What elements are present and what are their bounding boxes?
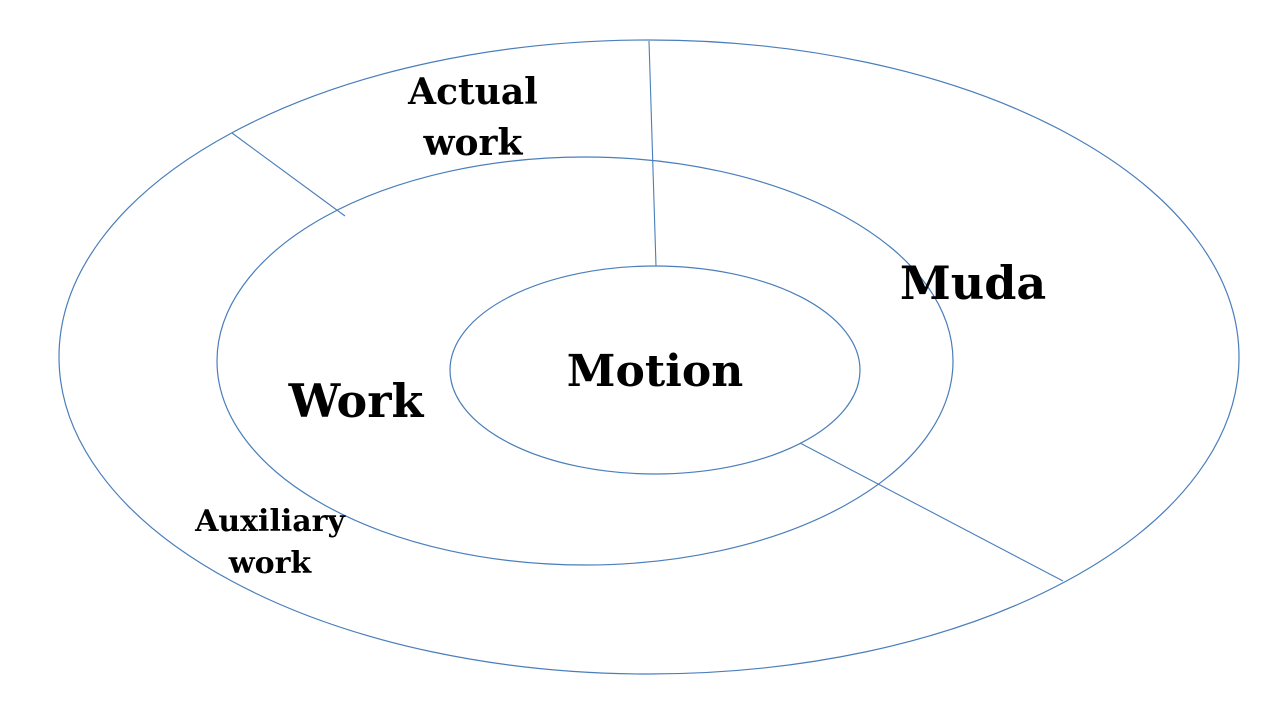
divider-top-vertical xyxy=(648,40,657,267)
label-motion: Motion xyxy=(567,346,743,397)
label-auxiliary-work-line1: Auxiliary xyxy=(194,504,346,539)
middle-ellipse xyxy=(216,156,954,566)
label-actual-work-line2: work xyxy=(423,122,524,164)
label-work: Work xyxy=(288,374,425,428)
label-auxiliary-work-line2: work xyxy=(228,546,313,581)
outer-ellipse xyxy=(58,39,1240,675)
label-actual-work-line1: Actual xyxy=(407,71,538,113)
divider-upper-left xyxy=(231,132,346,217)
inner-ellipse xyxy=(449,265,861,475)
divider-lower-right xyxy=(799,442,1064,582)
label-muda: Muda xyxy=(900,256,1046,310)
